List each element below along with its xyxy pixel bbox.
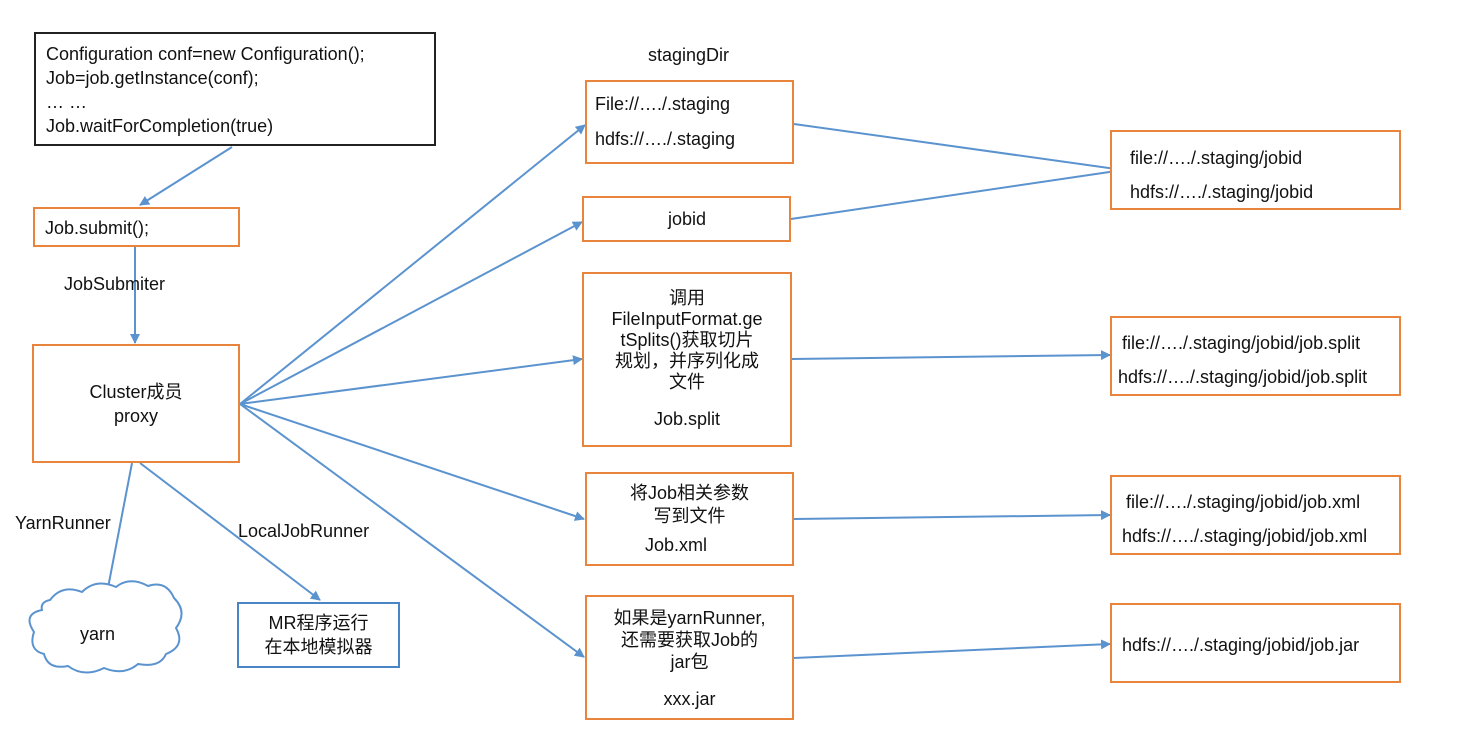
split-file-name: Job.split (653, 409, 721, 429)
yarn-cloud-shape (28, 580, 183, 674)
split-line-1: 调用 (669, 288, 705, 308)
result-jar-line-1: hdfs://…./.staging/jobid/job.jar (1122, 635, 1360, 655)
staging-line-2: hdfs://…./.staging (595, 129, 736, 149)
code-line-2: Job=job.getInstance(conf); (46, 68, 259, 88)
local-job-runner-label: LocalJobRunner (238, 521, 370, 541)
result-xml-line-1: file://…./.staging/jobid/job.xml (1126, 492, 1361, 512)
jar-line-2: 还需要获取Job的 (620, 630, 759, 650)
jar-file-name: xxx.jar (663, 689, 716, 709)
arrow-cluster-to-split (239, 355, 583, 405)
code-line-3: … … (46, 92, 88, 112)
code-line-1: Configuration conf=new Configuration(); (46, 44, 365, 64)
cluster-proxy-box: Cluster成员 proxy (32, 344, 240, 463)
code-box: Configuration conf=new Configuration(); … (34, 32, 436, 146)
result-split-line-2: hdfs://…./.staging/jobid/job.split (1118, 367, 1368, 387)
result-jobid-line-2: hdfs://…./.staging/jobid (1130, 182, 1314, 202)
yarn-runner-label: YarnRunner (15, 513, 111, 533)
jobid-text: jobid (668, 209, 707, 229)
mr-line-2: 在本地模拟器 (264, 637, 373, 657)
result-jobid-box: file://…./.staging/jobid hdfs://…./.stag… (1110, 130, 1401, 210)
split-line-2: FileInputFormat.ge (611, 309, 763, 329)
staging-box: File://…./.staging hdfs://…./.staging (585, 80, 794, 164)
arrow-cluster-to-jar (239, 403, 585, 658)
jar-box: 如果是yarnRunner, 还需要获取Job的 jar包 xxx.jar (585, 595, 794, 720)
jobid-box: jobid (582, 196, 791, 242)
arrow-split-to-result (791, 350, 1111, 361)
arrow-staging-to-result (793, 123, 1124, 174)
result-xml-line-2: hdfs://…./.staging/jobid/job.xml (1122, 526, 1368, 546)
arrow-cluster-to-xml (239, 403, 585, 521)
cluster-line-2: proxy (113, 405, 158, 426)
arrow-jobid-to-result (790, 166, 1124, 220)
result-split-box: file://…./.staging/jobid/job.split hdfs:… (1110, 316, 1401, 396)
staging-line-1: File://…./.staging (595, 94, 731, 114)
arrow-cluster-to-yarn (103, 462, 133, 594)
job-submit-box: Job.submit(); (33, 207, 240, 247)
mr-local-box: MR程序运行 在本地模拟器 (237, 602, 400, 668)
arrow-code-to-submit (139, 146, 233, 206)
xml-line-1: 将Job相关参数 (629, 483, 750, 503)
result-jobid-line-1: file://…./.staging/jobid (1130, 148, 1303, 168)
jar-line-1: 如果是yarnRunner, (613, 608, 766, 628)
result-split-line-1: file://…./.staging/jobid/job.split (1122, 333, 1361, 353)
xml-file-name: Job.xml (645, 535, 708, 555)
mr-line-1: MR程序运行 (268, 613, 369, 633)
split-box: 调用 FileInputFormat.ge tSplits()获取切片 规划，并… (582, 272, 792, 447)
arrow-cluster-to-staging (239, 124, 586, 405)
split-line-5: 文件 (669, 372, 705, 392)
cluster-line-1: Cluster成员 (89, 381, 183, 402)
job-submit-text: Job.submit(); (45, 218, 150, 238)
arrow-cluster-to-jobid (239, 221, 583, 405)
jar-line-3: jar包 (670, 652, 709, 672)
split-line-3: tSplits()获取切片 (620, 330, 754, 350)
result-jar-box: hdfs://…./.staging/jobid/job.jar (1110, 603, 1401, 683)
job-submitter-label: JobSubmiter (64, 274, 166, 294)
result-xml-box: file://…./.staging/jobid/job.xml hdfs://… (1110, 475, 1401, 555)
xml-box: 将Job相关参数 写到文件 Job.xml (585, 472, 794, 566)
split-line-4: 规划，并序列化成 (615, 351, 759, 371)
xml-line-2: 写到文件 (653, 506, 726, 526)
staging-dir-label: stagingDir (648, 45, 730, 65)
arrow-jar-to-result (793, 639, 1111, 659)
arrow-cluster-to-local (139, 462, 321, 601)
code-line-4: Job.waitForCompletion(true) (46, 116, 274, 136)
yarn-cloud-text: yarn (80, 624, 116, 644)
arrow-xml-to-result (793, 510, 1111, 521)
